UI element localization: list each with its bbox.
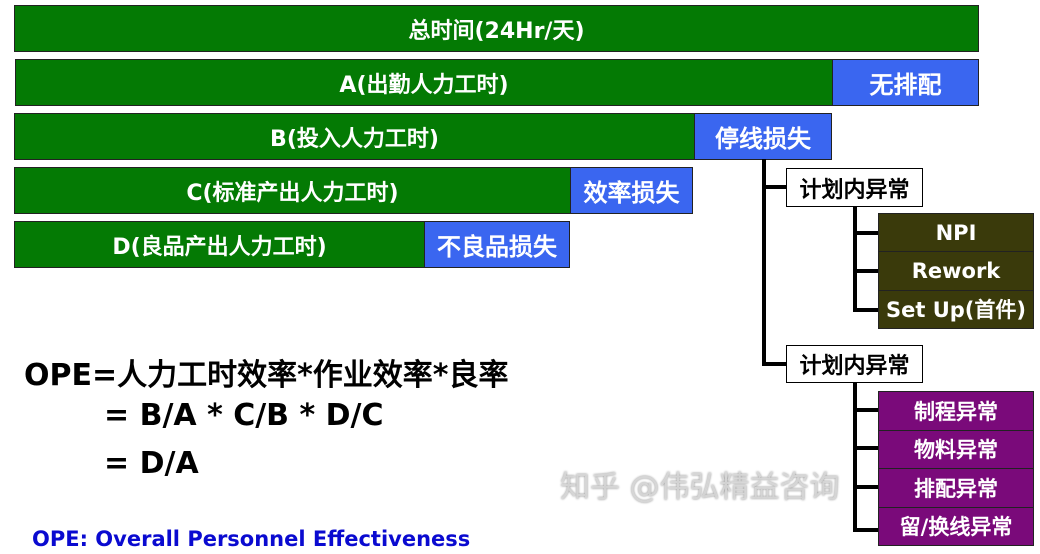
- total-time-label: 总时间(24Hr/天): [408, 18, 585, 44]
- item-schedule-abnormal: 排配异常: [879, 469, 1033, 508]
- item-rework: Rework: [879, 252, 1033, 291]
- bar-d: D(良品产出人力工时): [14, 221, 425, 268]
- subtree-line: [853, 382, 857, 532]
- loss-efficiency: 效率损失: [570, 167, 693, 214]
- tree-branch-line: [762, 362, 787, 366]
- item-npi: NPI: [879, 214, 1033, 253]
- loss-unscheduled-label: 无排配: [869, 71, 942, 99]
- subtree-branch: [853, 408, 879, 412]
- watermark: 知乎 @伟弘精益咨询: [560, 470, 840, 505]
- ope-definition: OPE: Overall Personnel Effectiveness: [32, 527, 471, 551]
- abnormal-items-stack: 制程异常 物料异常 排配异常 留/换线异常: [878, 391, 1034, 546]
- loss-line-stop: 停线损失: [694, 113, 832, 160]
- group1-label: 计划内异常: [799, 177, 910, 203]
- bar-a-label: A(出勤人力工时): [339, 72, 509, 98]
- bar-d-label: D(良品产出人力工时): [112, 234, 327, 260]
- formula-line-2: = B/A * C/B * D/C: [104, 398, 384, 433]
- group2-box: 计划内异常: [786, 345, 923, 383]
- item-changeover-abnormal: 留/换线异常: [899, 515, 1013, 540]
- subtree-branch: [853, 528, 879, 532]
- bar-b-label: B(投入人力工时): [270, 126, 439, 152]
- bar-c-label: C(标准产出人力工时): [186, 180, 399, 206]
- formula-line-1: OPE=人力工时效率*作业效率*良率: [24, 358, 509, 393]
- loss-defect: 不良品损失: [424, 221, 570, 268]
- item-process-abnormal: 制程异常: [879, 392, 1033, 431]
- subtree-branch: [853, 269, 879, 273]
- bar-a: A(出勤人力工时): [15, 59, 833, 106]
- tree-branch-line: [762, 185, 787, 189]
- total-time-bar: 总时间(24Hr/天): [14, 5, 979, 52]
- loss-defect-label: 不良品损失: [437, 233, 557, 261]
- loss-line-stop-label: 停线损失: [715, 125, 811, 153]
- planned-items-stack: NPI Rework Set Up(首件): [878, 213, 1034, 329]
- tree-trunk-line: [762, 159, 766, 366]
- subtree-branch: [853, 308, 879, 312]
- subtree-branch: [853, 231, 879, 235]
- item-material-abnormal: 物料异常: [879, 431, 1033, 469]
- loss-unscheduled: 无排配: [832, 59, 979, 106]
- item-setup: Set Up(首件): [886, 298, 1026, 323]
- group1-box: 计划内异常: [786, 168, 923, 207]
- group2-label: 计划内异常: [799, 354, 910, 379]
- subtree-branch: [853, 446, 879, 450]
- bar-b: B(投入人力工时): [14, 113, 695, 160]
- bar-c: C(标准产出人力工时): [14, 167, 571, 214]
- subtree-line: [853, 206, 857, 312]
- loss-efficiency-label: 效率损失: [583, 179, 680, 207]
- subtree-branch: [853, 485, 879, 489]
- formula-line-3: = D/A: [104, 446, 199, 481]
